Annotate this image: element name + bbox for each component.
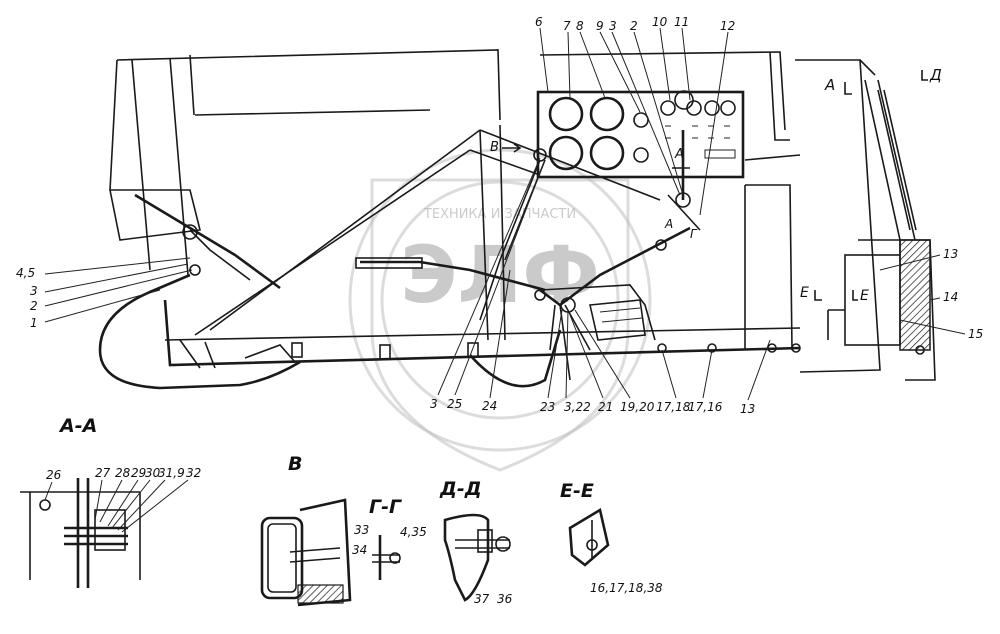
callout-17-16: 17,16 [688, 400, 723, 414]
callout-7: 7 [563, 19, 571, 33]
callout-37: 37 [474, 592, 490, 606]
section-title-ee: Е-Е [560, 480, 594, 502]
section-ee-view [568, 507, 610, 567]
wiring-harness [98, 89, 925, 390]
callout-24: 24 [482, 399, 497, 413]
callout-labels: 6 7 8 9 3 2 10 11 12 4,5 3 2 1 13 14 15 … [16, 15, 983, 606]
callout-36: 36 [497, 592, 513, 606]
marker-a: А [674, 147, 684, 162]
callout-9: 9 [596, 19, 604, 33]
marker-e-right: Е [860, 288, 869, 304]
callout-32: 32 [186, 466, 201, 480]
section-title-aa: А-А [58, 415, 97, 437]
callout-8: 8 [576, 19, 584, 33]
section-titles: А-А В Г-Г Д-Д Е-Е [58, 415, 594, 518]
callout-3-22: 3,22 [564, 400, 591, 414]
section-title-gg: Г-Г [369, 496, 402, 518]
callout-28: 28 [115, 466, 131, 480]
callout-33: 33 [354, 523, 369, 537]
callout-16-17-18-38: 16,17,18,38 [590, 581, 663, 595]
marker-g: Г [690, 227, 698, 241]
marker-a-right: А [824, 76, 835, 94]
callout-12: 12 [720, 19, 735, 33]
marker-b: В [490, 140, 499, 155]
section-gg-view [372, 535, 401, 580]
section-title-dd: Д-Д [439, 478, 482, 500]
callout-6: 6 [535, 15, 543, 29]
watermark-logo-text: ЭЛФ [400, 231, 599, 321]
callout-13-bottom: 13 [740, 402, 755, 416]
section-title-b: В [288, 453, 302, 475]
callout-10: 10 [652, 15, 668, 29]
callout-29: 29 [131, 466, 146, 480]
callout-1: 1 [30, 316, 38, 330]
callout-23: 23 [540, 400, 555, 414]
callout-4-35: 4,35 [400, 525, 427, 539]
section-aa-view [20, 478, 189, 588]
callout-3-left: 3 [30, 284, 38, 298]
marker-a-2: А [664, 217, 673, 231]
callout-19-20: 19,20 [620, 400, 655, 414]
watermark-logo: ЭЛФ ТЕХНИКА И ЗАПЧАСТИ [348, 148, 652, 472]
callout-15: 15 [968, 327, 983, 341]
callout-30: 30 [145, 466, 161, 480]
marker-e-left: Е [800, 285, 809, 301]
leader-lines [44, 27, 966, 401]
callout-21: 21 [598, 400, 613, 414]
callout-25: 25 [447, 397, 462, 411]
callout-13-right: 13 [943, 247, 958, 261]
callout-34: 34 [352, 543, 367, 557]
cab-frame [109, 49, 936, 381]
callout-11: 11 [674, 15, 689, 29]
callout-2-left: 2 [30, 299, 38, 313]
instrument-panel [536, 90, 745, 179]
section-b-view [260, 498, 352, 607]
view-markers: В А А Г А Д Е Е [490, 66, 942, 304]
callout-31-9: 31,9 [158, 466, 185, 480]
callout-3-bottom: 3 [430, 397, 438, 411]
callout-27: 27 [95, 466, 111, 480]
callout-4-5: 4,5 [16, 266, 35, 280]
callout-17-18: 17,18 [656, 400, 691, 414]
callout-26: 26 [46, 468, 62, 482]
watermark-text: ТЕХНИКА И ЗАПЧАСТИ [423, 207, 576, 222]
callout-2-top: 2 [630, 19, 638, 33]
section-dd-view [443, 513, 511, 602]
callout-14: 14 [943, 290, 958, 304]
marker-d-right: Д [929, 66, 942, 84]
callout-3-top: 3 [609, 19, 617, 33]
